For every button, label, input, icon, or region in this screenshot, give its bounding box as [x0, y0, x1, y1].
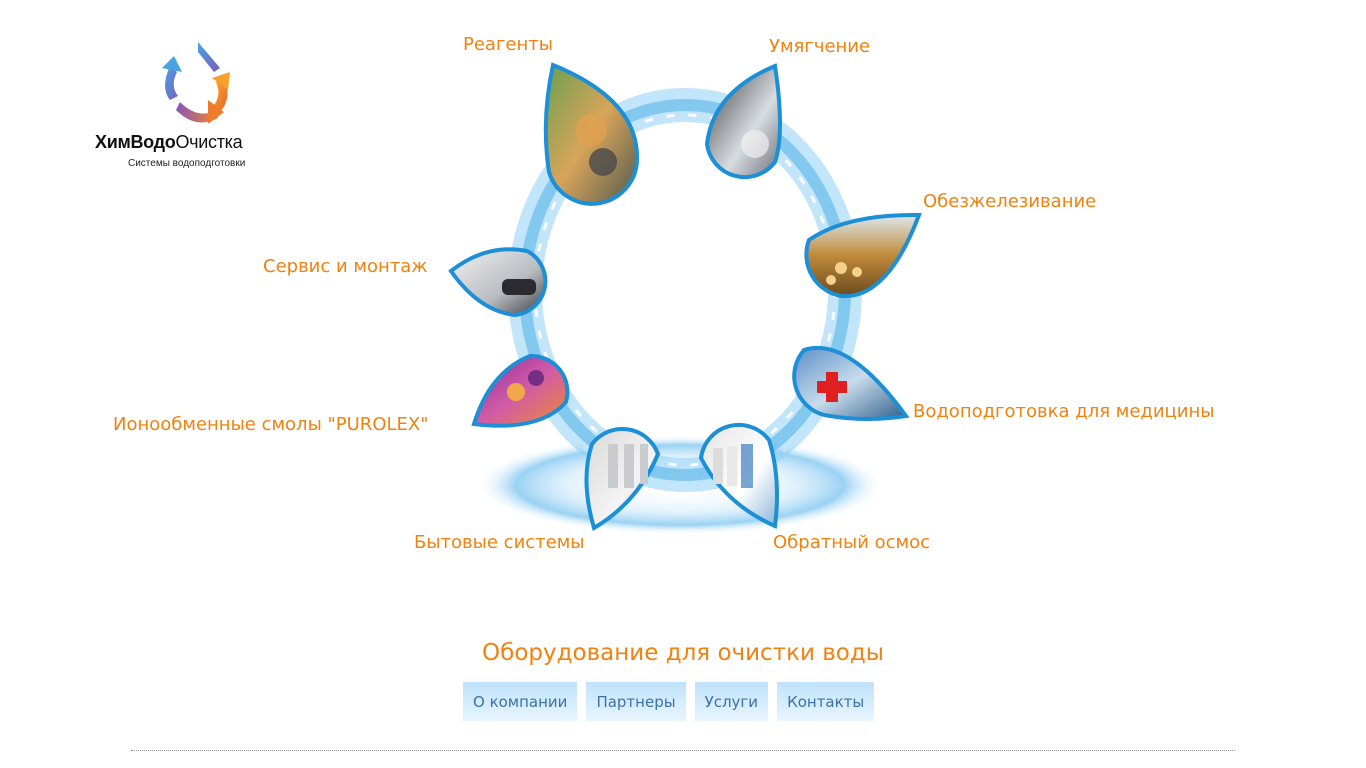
- nav-about[interactable]: О компании: [463, 682, 578, 721]
- category-household[interactable]: Бытовые системы: [414, 532, 585, 553]
- drop-resin[interactable]: [470, 352, 574, 430]
- category-resin[interactable]: Ионообменные смолы "PUROLEX": [113, 414, 429, 435]
- category-softening[interactable]: Умягчение: [769, 36, 871, 57]
- drop-reverse-osmosis[interactable]: [695, 418, 781, 530]
- category-reagents[interactable]: Реагенты: [463, 34, 553, 55]
- logo[interactable]: ХимВодоОчистка Системы водоподготовки: [95, 38, 305, 173]
- drop-medical[interactable]: [788, 338, 910, 422]
- nav-services[interactable]: Услуги: [694, 682, 769, 721]
- drop-iron-removal[interactable]: [797, 210, 923, 302]
- logo-subtitle: Системы водоподготовки: [128, 158, 246, 169]
- nav-partners[interactable]: Партнеры: [586, 682, 686, 721]
- nav-contacts[interactable]: Контакты: [777, 682, 875, 721]
- category-reverse-osmosis[interactable]: Обратный осмос: [773, 532, 931, 553]
- drop-service[interactable]: [447, 245, 555, 319]
- category-medical[interactable]: Водоподготовка для медицины: [913, 401, 1215, 422]
- category-service[interactable]: Сервис и монтаж: [263, 256, 428, 277]
- category-iron-removal[interactable]: Обезжелезивание: [923, 191, 1097, 212]
- logo-name: ХимВодоОчистка: [95, 132, 243, 152]
- page-tagline: Оборудование для очистки воды: [482, 640, 884, 666]
- footer-divider: [131, 750, 1235, 751]
- drop-reagents[interactable]: [543, 60, 643, 208]
- main-nav: О компании Партнеры Услуги Контакты: [463, 682, 875, 721]
- drop-softening[interactable]: [703, 62, 787, 190]
- recycle-drop-icon: [162, 42, 230, 123]
- drop-household[interactable]: [578, 420, 662, 532]
